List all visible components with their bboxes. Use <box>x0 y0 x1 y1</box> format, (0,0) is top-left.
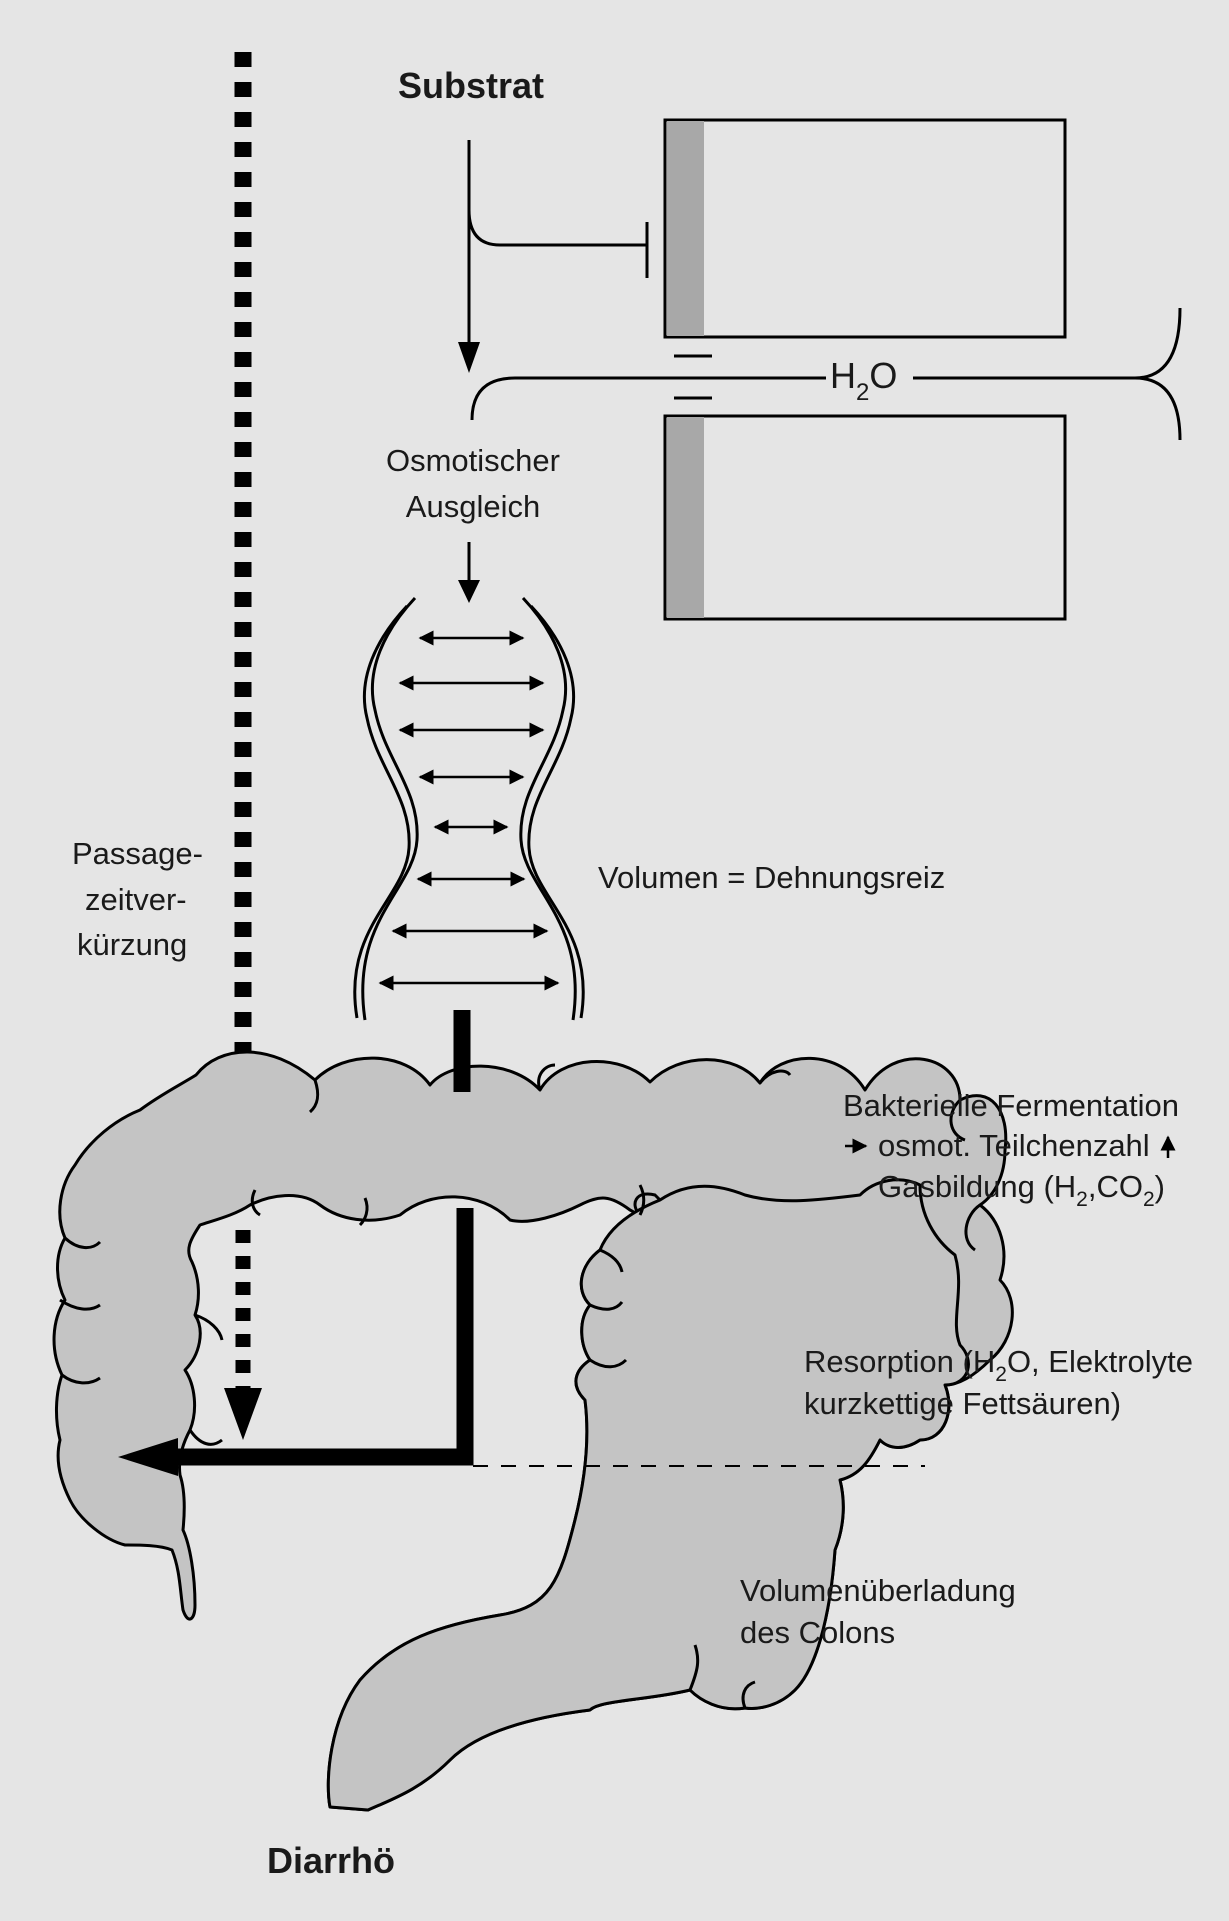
tight-junction <box>674 354 712 400</box>
substrat-label: Substrat <box>398 65 544 106</box>
volume-overload-label-1: Volumenüberladung <box>740 1573 1016 1608</box>
colon-descending <box>326 1178 970 1812</box>
colon-folds <box>59 1063 981 1709</box>
substrat-arrowhead <box>458 342 480 373</box>
passage-arrowhead <box>224 1388 262 1440</box>
ausgleich-label: Ausgleich <box>406 489 540 524</box>
stretch-arrows <box>378 630 560 991</box>
passage-label-1: Passage- <box>72 836 203 871</box>
fermentation-label-1: Bakterielle Fermentation <box>843 1088 1179 1123</box>
passage-label-2: zeitver- <box>85 882 187 917</box>
resorption-label-1: Resorption (H2O, Elektrolyte <box>804 1344 1193 1386</box>
distended-segment <box>353 596 585 1021</box>
lower-cell <box>663 414 1067 621</box>
volumen-label: Volumen = Dehnungsreiz <box>598 860 945 895</box>
main-arrowhead <box>118 1438 178 1476</box>
h2o-brace <box>470 307 1182 441</box>
passage-label-3: kürzung <box>77 927 187 962</box>
resorption-label-2: kurzkettige Fettsäuren) <box>804 1386 1121 1421</box>
fermentation-label-3: Gasbildung (H2,CO2) <box>878 1169 1165 1211</box>
fermentation-label-2: osmot. Teilchenzahl <box>878 1128 1150 1163</box>
main-arrow-path <box>175 1208 474 1466</box>
osmotic-arrow <box>458 542 480 603</box>
h2o-label: H2O <box>830 355 897 406</box>
volume-overload-label-2: des Colons <box>740 1615 895 1650</box>
osmotischer-label: Osmotischer <box>386 443 560 478</box>
upper-cell <box>663 118 1067 339</box>
substrat-arrow <box>467 140 649 342</box>
diarrhoe-label: Diarrhö <box>267 1840 395 1881</box>
